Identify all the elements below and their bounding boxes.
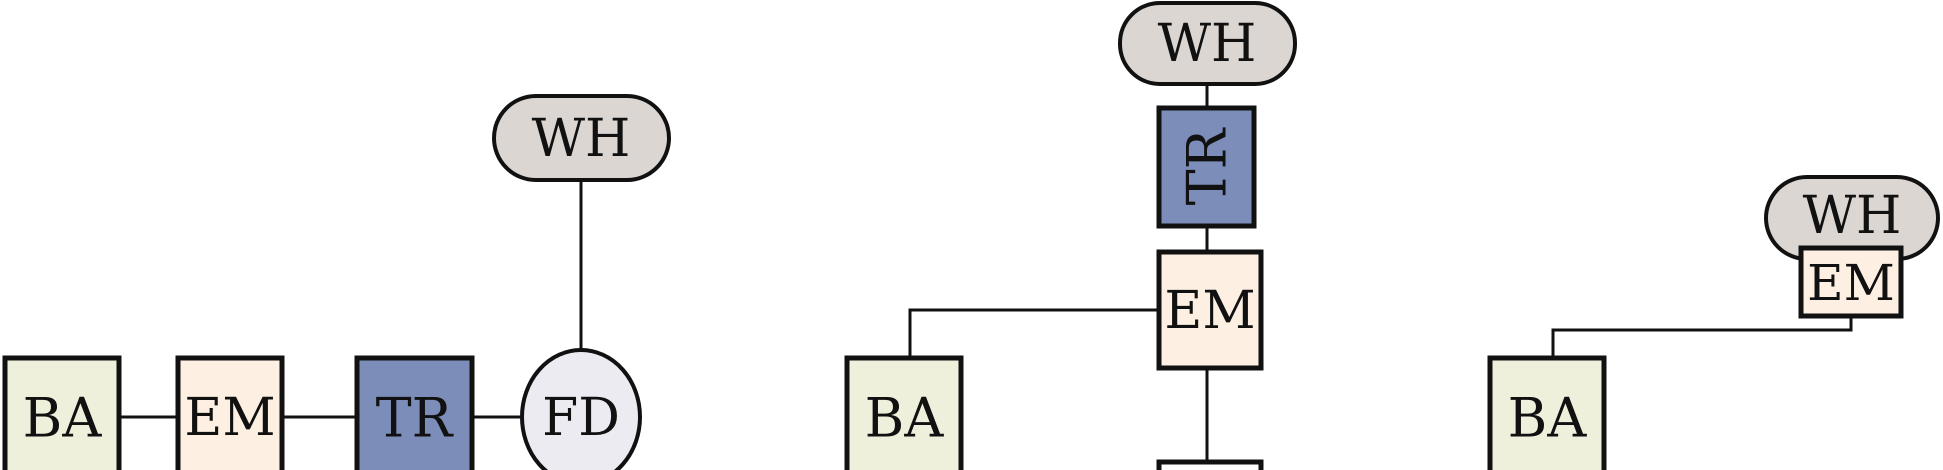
node-fd: FD (520, 348, 642, 470)
node-fd-label: FD (542, 388, 620, 448)
node-wh-shape (492, 94, 671, 182)
node-ba: BA (1487, 355, 1607, 470)
node-tr-shape (354, 355, 475, 470)
node-wh-label: WH (1158, 14, 1257, 74)
diagram-parallel: WH TR EM BA (844, 1, 1297, 470)
node-tr-label: TR (376, 387, 454, 450)
node-tr: TR (1156, 105, 1257, 229)
connectors (120, 83, 1853, 470)
link-em-ba-2 (908, 308, 1159, 358)
node-em: EM (1798, 245, 1904, 319)
node-em-label: EM (1164, 281, 1255, 341)
node-em: EM (1156, 249, 1264, 371)
node-tr-shape (1156, 105, 1257, 229)
node-ba: BA (844, 355, 964, 470)
node-wh: WH (492, 94, 671, 182)
node-tr-label: TR (1176, 127, 1239, 205)
node-em-shape (1798, 245, 1904, 319)
node-em-shape (1156, 249, 1264, 371)
node-em: EM (175, 355, 285, 470)
node-ba-shape (844, 355, 964, 470)
node-ba-label: BA (1508, 387, 1588, 450)
diagram-integrated: WH EM BA (1487, 175, 1940, 470)
node-tr: TR (354, 355, 475, 470)
node-ba-shape (2, 355, 122, 470)
node-ba: BA (2, 355, 122, 470)
node-wh: WH (1764, 175, 1940, 261)
node-partial-below (1156, 459, 1264, 470)
node-ba-label: BA (23, 387, 103, 450)
node-em-label: EM (1807, 254, 1895, 312)
node-wh-label: WH (1803, 186, 1902, 246)
node-wh-shape (1118, 1, 1297, 86)
node-ba-label: BA (865, 387, 945, 450)
diagram-series: WH BA EM TR FD (2, 94, 671, 470)
node-fd-shape (520, 348, 642, 470)
node-wh-label: WH (532, 109, 631, 169)
node-ba-shape (1487, 355, 1607, 470)
node-em-label: EM (184, 388, 275, 448)
node-wh: WH (1118, 1, 1297, 86)
node-em-shape (175, 355, 285, 470)
link-em-ba-3 (1551, 318, 1853, 358)
